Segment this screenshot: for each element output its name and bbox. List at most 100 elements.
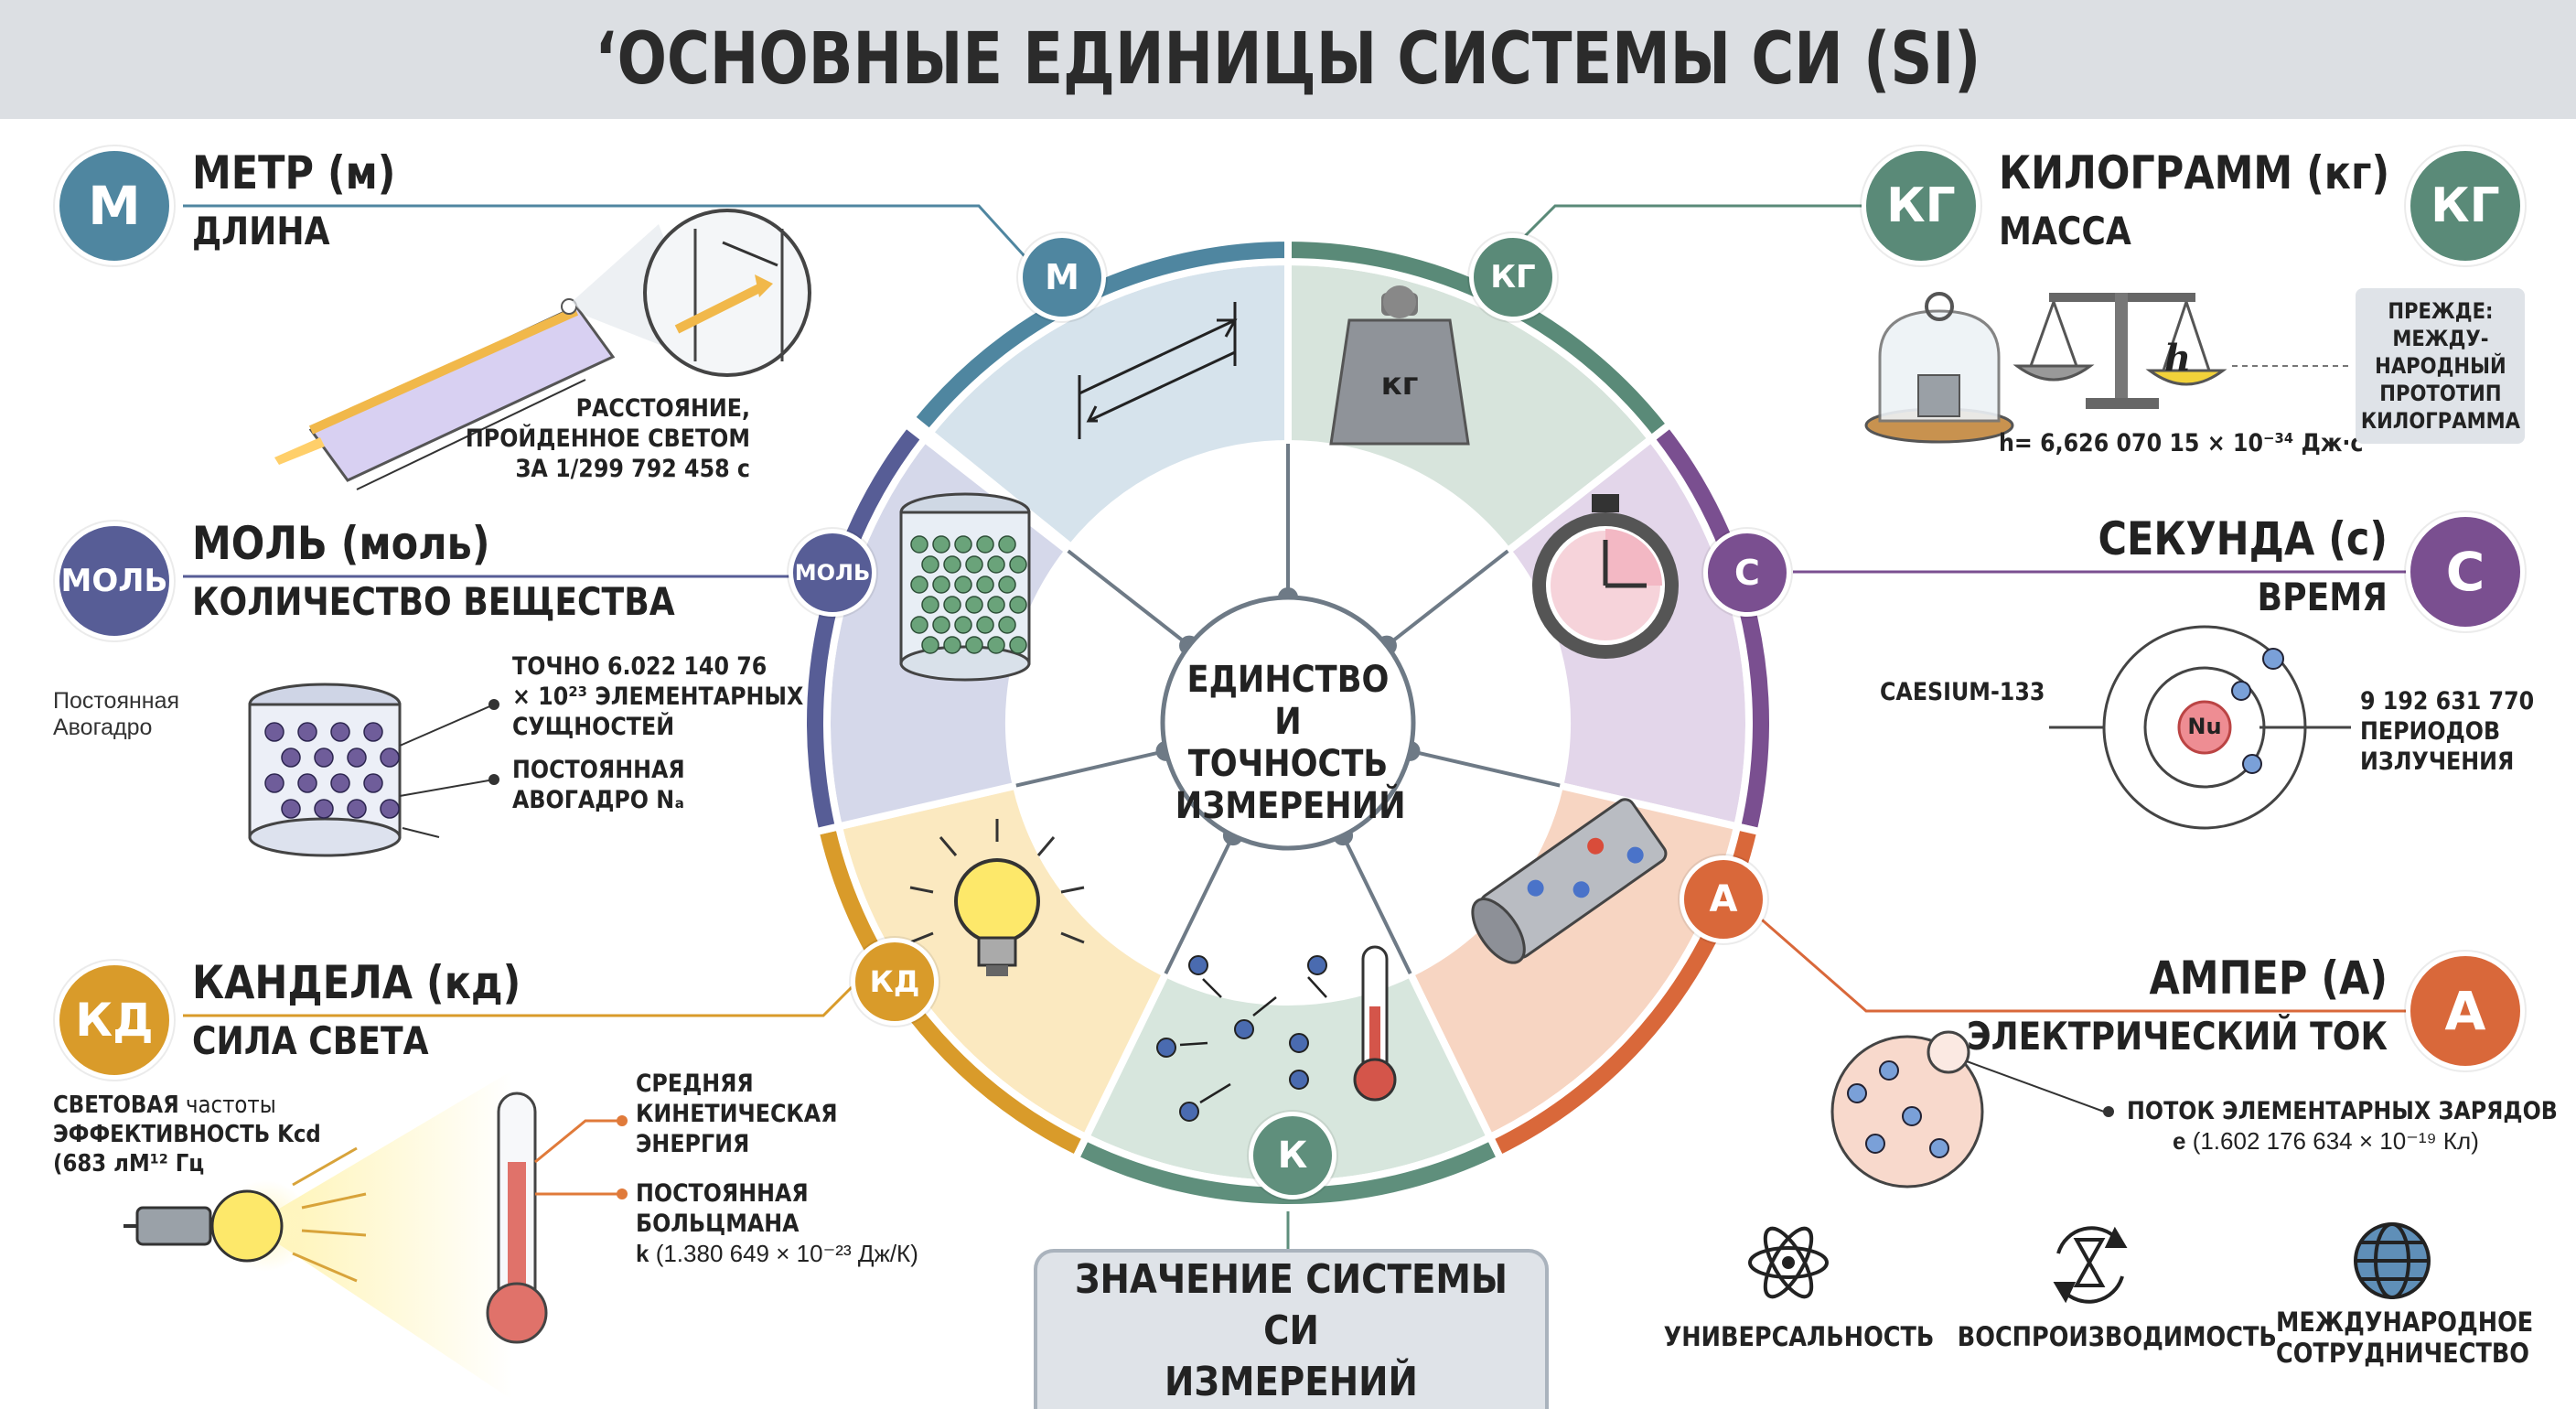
particle	[965, 596, 983, 614]
charge-value-line: e (1.602 176 634 × 10⁻¹⁹ Кл)	[2173, 1127, 2479, 1156]
weight-label: кг	[1380, 366, 1419, 403]
spoke	[1164, 834, 1235, 975]
avogadro-note: Постоянная Авогадро	[53, 688, 180, 740]
particle	[932, 535, 950, 554]
second-badge: С	[2406, 512, 2525, 631]
particle	[998, 575, 1016, 594]
mole-exact: ТОЧНО 6.022 140 76 × 10²³ ЭЛЕМЕНТАРНЫХ С…	[512, 652, 804, 741]
boltzmann-value: (1.380 649 × 10⁻²³ Дж/К)	[649, 1240, 918, 1267]
second-name: СЕКУНДА (с)	[2098, 512, 2388, 565]
spoke	[1015, 748, 1166, 788]
particle	[943, 596, 961, 614]
particle	[297, 773, 317, 793]
particle	[264, 722, 284, 742]
ampere-ring-badge: А	[1680, 855, 1767, 943]
luminous-efficacy: СВЕТОВАЯ частоты ЭФФЕКТИВНОСТЬ Kcd (683 …	[53, 1091, 321, 1178]
mole-quantity: КОЛИЧЕСТВО ВЕЩЕСТВА	[192, 579, 675, 624]
efficacy-value: (683 лМ¹² Гц	[53, 1150, 205, 1178]
periods-label: 9 192 631 770 ПЕРИОДОВ ИЗЛУЧЕНИЯ	[2360, 687, 2535, 776]
mole-name: МОЛЬ (моль)	[192, 517, 490, 570]
meter-ring-badge: М	[1018, 233, 1106, 321]
kelvin-ring-badge: К	[1249, 1112, 1336, 1199]
particle	[363, 722, 383, 742]
spoke	[1341, 834, 1412, 975]
charge-flow-label: ПОТОК ЭЛЕМЕНТАРНЫХ ЗАРЯДОВ	[2127, 1097, 2558, 1125]
ampere-quantity: ЭЛЕКТРИЧЕСКИЙ ТОК	[1967, 1014, 2388, 1059]
meter-name: МЕТР (м)	[192, 146, 396, 199]
particle	[943, 555, 961, 574]
particle	[987, 596, 1005, 614]
particle	[281, 748, 301, 768]
title-bar: ‘ОСНОВНЫЕ ЕДИНИЦЫ СИСТЕМЫ СИ (SI)	[0, 0, 2576, 119]
cooperation-label: МЕЖДУНАРОДНОЕ СОТРУДНИЧЕСТВО	[2276, 1307, 2534, 1369]
caesium-label: CAESIUM-133	[1880, 678, 2045, 706]
particle	[921, 555, 939, 574]
particle	[954, 535, 972, 554]
candela-quantity: СИЛА СВЕТА	[192, 1018, 429, 1063]
particle	[297, 722, 317, 742]
nucleus-label: Nu	[2187, 714, 2222, 739]
ampere-badge: А	[2406, 952, 2525, 1070]
second-ring-badge: С	[1703, 529, 1791, 617]
kilogram-badge-right: КГ	[2406, 146, 2525, 265]
particle	[910, 575, 928, 594]
kilogram-badge-left: КГ	[1862, 146, 1980, 265]
particle	[932, 575, 950, 594]
universality-label: УНИВЕРСАЛЬНОСТЬ	[1663, 1321, 1935, 1352]
particle	[987, 555, 1005, 574]
meaning-text: ЗНАЧЕНИЕ СИСТЕМЫ СИ ИЗМЕРЕНИЙ	[1074, 1255, 1508, 1405]
avogadro-constant: ПОСТОЯННАЯ АВОГАДРО Nₐ	[512, 756, 685, 814]
particle	[380, 748, 400, 768]
particle	[1009, 636, 1027, 654]
second-quantity: ВРЕМЯ	[2257, 575, 2388, 619]
mole-badge: МОЛЬ	[55, 522, 174, 640]
particle	[976, 575, 994, 594]
efficacy-bold2: ЭФФЕКТИВНОСТЬ Kcd	[53, 1121, 321, 1148]
mole-sector-band	[800, 419, 930, 837]
meter-quantity: ДЛИНА	[192, 209, 330, 253]
particle	[910, 616, 928, 634]
particle	[932, 616, 950, 634]
particle	[976, 616, 994, 634]
particle	[976, 535, 994, 554]
efficacy-normal: частоты	[178, 1092, 276, 1119]
candela-badge: КД	[55, 961, 174, 1080]
particle	[998, 535, 1016, 554]
particle	[314, 799, 334, 819]
meter-badge: М	[55, 146, 174, 265]
prototype-note: ПРЕЖДЕ: МЕЖДУ- НАРОДНЫЙ ПРОТОТИП КИЛОГРА…	[2356, 288, 2525, 444]
meter-detail: РАССТОЯНИЕ, ПРОЙДЕННОЕ СВЕТОМ ЗА 1/299 7…	[465, 394, 750, 483]
particle	[965, 636, 983, 654]
ampere-name: АМПЕР (А)	[2149, 952, 2388, 1005]
charge-value: (1.602 176 634 × 10⁻¹⁹ Кл)	[2185, 1127, 2479, 1155]
prototype-text: ПРЕЖДЕ: МЕЖДУ- НАРОДНЫЙ ПРОТОТИП КИЛОГРА…	[2360, 298, 2520, 434]
particle	[943, 636, 961, 654]
particle	[1009, 555, 1027, 574]
boltzmann-symbol: k	[636, 1240, 649, 1267]
spoke	[1067, 549, 1191, 648]
particle	[921, 596, 939, 614]
particle	[363, 773, 383, 793]
particle	[347, 799, 367, 819]
particle	[998, 616, 1016, 634]
boltzmann-value-line: k (1.380 649 × 10⁻²³ Дж/К)	[636, 1240, 918, 1268]
planck-symbol: h	[2164, 337, 2192, 380]
reproducibility-label: ВОСПРОИЗВОДИМОСТЬ	[1957, 1321, 2277, 1352]
meaning-box: ЗНАЧЕНИЕ СИСТЕМЫ СИ ИЗМЕРЕНИЙ	[1034, 1249, 1549, 1409]
candela-name: КАНДЕЛА (кд)	[192, 956, 521, 1009]
efficacy-bold1: СВЕТОВАЯ	[53, 1092, 179, 1119]
particle	[347, 748, 367, 768]
spoke	[1410, 748, 1561, 788]
kilogram-ring-badge: КГ	[1469, 233, 1557, 321]
particle	[954, 616, 972, 634]
particle	[921, 636, 939, 654]
particle	[330, 722, 350, 742]
page-title: ‘ОСНОВНЫЕ ЕДИНИЦЫ СИСТЕМЫ СИ (SI)	[595, 18, 1981, 101]
boltzmann-label: ПОСТОЯННАЯ БОЛЬЦМАНА	[636, 1179, 809, 1238]
spoke	[1385, 549, 1509, 648]
kilogram-name: КИЛОГРАММ (кг)	[1999, 146, 2390, 199]
particle	[987, 636, 1005, 654]
mole-ring-badge: МОЛЬ	[789, 529, 876, 617]
particle	[910, 535, 928, 554]
